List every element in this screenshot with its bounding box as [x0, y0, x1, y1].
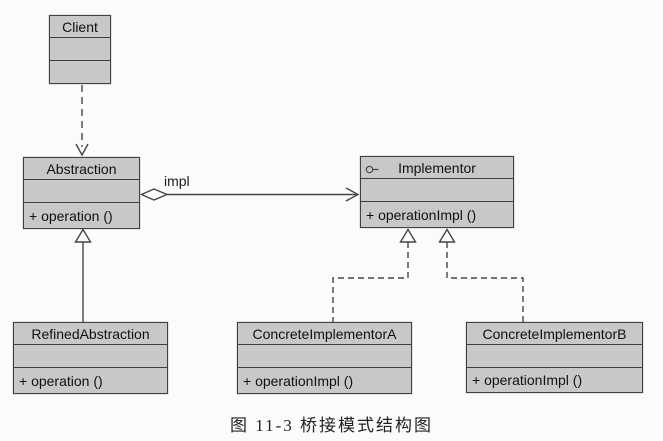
- class-operations-concrete-implementor-a: + operationImpl (): [238, 367, 411, 393]
- figure-caption: 图 11-3 桥接模式结构图: [229, 416, 434, 435]
- class-operations-implementor: + operationImpl (): [361, 201, 513, 227]
- association-role-label-impl: impl: [164, 173, 190, 189]
- class-box-concrete-implementor-a: ConcreteImplementorA + operationImpl (): [237, 322, 412, 394]
- hollow-triangle-icon: [399, 228, 417, 243]
- class-name-client: Client: [62, 18, 98, 35]
- class-box-abstraction: Abstraction + operation (): [23, 157, 140, 229]
- class-name-refined-abstraction: RefinedAbstraction: [31, 325, 150, 342]
- hollow-triangle-icon: [438, 228, 456, 243]
- class-attributes-abstraction: [24, 179, 139, 202]
- dependency-arrow-client-to-abstraction: [75, 85, 89, 157]
- class-operations-refined-abstraction: + operation (): [14, 367, 167, 393]
- class-attributes-client: [50, 37, 110, 60]
- interface-lollipop-icon: [365, 161, 380, 177]
- class-attributes-concrete-implementor-b: [467, 344, 642, 367]
- class-name-implementor: Implementor: [398, 159, 476, 176]
- class-box-client: Client: [49, 15, 111, 84]
- class-box-refined-abstraction: RefinedAbstraction + operation (): [13, 322, 168, 394]
- class-operations-concrete-implementor-b: + operationImpl (): [467, 367, 642, 392]
- class-name-abstraction: Abstraction: [46, 160, 117, 177]
- class-box-implementor: Implementor + operationImpl (): [360, 156, 514, 228]
- open-arrowhead-icon: [345, 187, 360, 202]
- hollow-diamond-icon: [139, 188, 169, 201]
- aggregation-link-abstraction-to-implementor: [139, 187, 360, 202]
- hollow-triangle-icon: [74, 228, 92, 243]
- class-attributes-refined-abstraction: [14, 344, 167, 367]
- realization-link-concrete-a-to-implementor: [332, 228, 417, 322]
- generalization-link-refined-to-abstraction: [74, 228, 92, 322]
- class-operations-client: [50, 60, 110, 83]
- class-name-concrete-implementor-b: ConcreteImplementorB: [482, 325, 627, 342]
- class-box-concrete-implementor-b: ConcreteImplementorB + operationImpl (): [466, 322, 643, 393]
- class-attributes-implementor: [361, 178, 513, 201]
- class-attributes-concrete-implementor-a: [238, 344, 411, 367]
- class-operations-abstraction: + operation (): [24, 202, 139, 228]
- realization-link-concrete-b-to-implementor: [438, 228, 524, 322]
- class-name-concrete-implementor-a: ConcreteImplementorA: [252, 325, 397, 342]
- class-header-implementor: Implementor: [361, 157, 513, 178]
